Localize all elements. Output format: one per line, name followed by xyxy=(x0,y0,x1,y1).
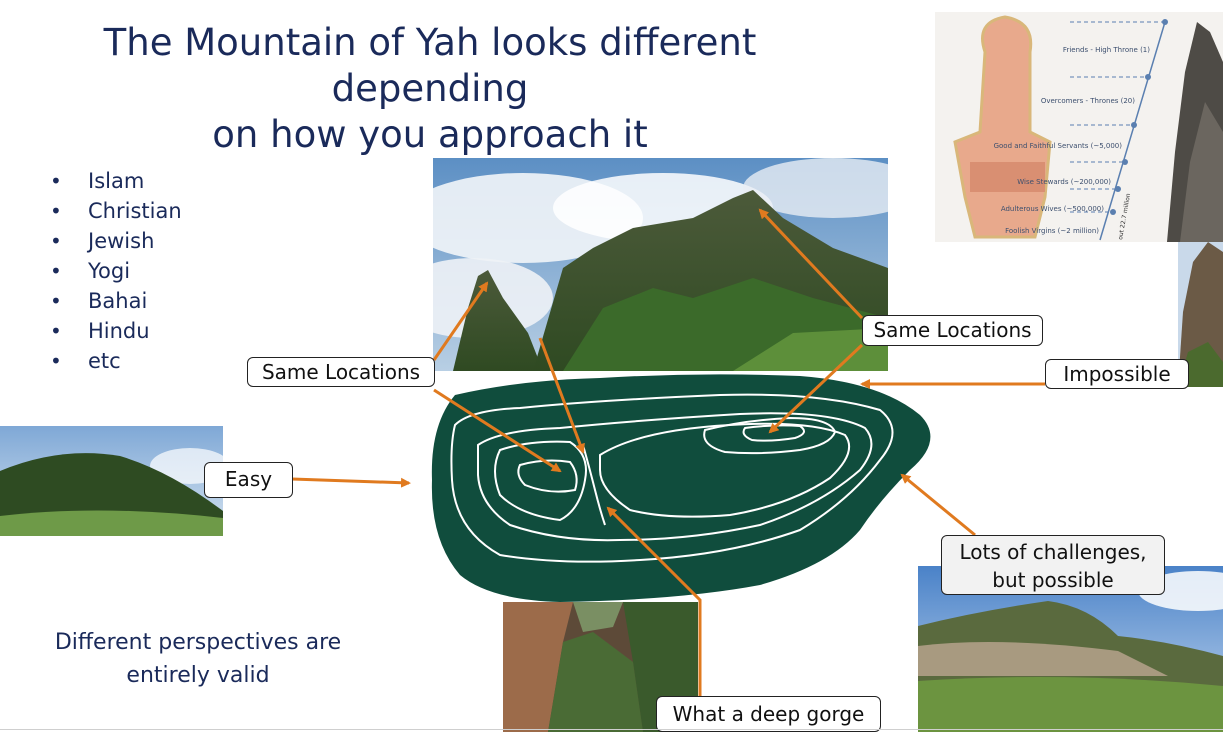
contour-lines xyxy=(450,393,894,563)
throne-chart-image: Friends - High Throne (1) Overcomers - T… xyxy=(935,12,1223,242)
gorge-photo xyxy=(503,602,698,732)
arrow-left-summit xyxy=(433,388,562,473)
gentle-hill-photo xyxy=(0,426,223,536)
throne-level-label: Good and Faithful Servants (~5,000) xyxy=(994,142,1123,150)
arrow-gap xyxy=(538,337,585,454)
title-line-2: on how you approach it xyxy=(212,113,648,156)
throne-level-label: Wise Stewards (~200,000) xyxy=(1017,178,1111,186)
arrow-left-peak xyxy=(432,281,489,361)
list-item: Yogi xyxy=(50,256,182,286)
list-item: Hindu xyxy=(50,316,182,346)
list-item: Islam xyxy=(50,166,182,196)
religion-list: Islam Christian Jewish Yogi Bahai Hindu … xyxy=(50,166,182,376)
callout-gorge: What a deep gorge xyxy=(656,696,881,732)
arrow-easy xyxy=(291,477,411,488)
list-item: Jewish xyxy=(50,226,182,256)
divider xyxy=(0,729,1223,730)
perspective-text: Different perspectives are entirely vali… xyxy=(40,626,356,692)
perspective-line-2: entirely valid xyxy=(126,663,270,688)
callout-same-locations-left: Same Locations xyxy=(247,357,435,387)
arrows xyxy=(291,208,1045,697)
mountain-photo xyxy=(433,158,888,371)
title-line-1: The Mountain of Yah looks different depe… xyxy=(103,21,757,110)
callout-easy: Easy xyxy=(204,462,293,498)
callout-same-locations-right: Same Locations xyxy=(862,315,1043,346)
slide-title: The Mountain of Yah looks different depe… xyxy=(0,20,860,158)
arrow-gorge xyxy=(606,506,702,697)
arrow-challenges xyxy=(900,473,976,537)
throne-level-label: Foolish Virgins (~2 million) xyxy=(1005,227,1099,235)
callout-challenges-line-1: Lots of challenges, xyxy=(959,540,1147,564)
list-item: Bahai xyxy=(50,286,182,316)
callout-impossible: Impossible xyxy=(1045,359,1189,389)
callout-challenges-line-2: but possible xyxy=(992,568,1114,592)
topo-map-shape xyxy=(431,374,931,602)
throne-level-label: Friends - High Throne (1) xyxy=(1063,46,1150,54)
arrow-right-peak xyxy=(758,208,864,320)
throne-level-label: Adulterous Wives (~500,000) xyxy=(1001,205,1104,213)
throne-level-label: Overcomers - Thrones (20) xyxy=(1041,97,1135,105)
perspective-line-1: Different perspectives are xyxy=(54,630,342,655)
list-item: etc xyxy=(50,346,182,376)
callout-challenges: Lots of challenges, but possible xyxy=(941,535,1165,595)
arrow-right-summit xyxy=(768,343,864,434)
list-item: Christian xyxy=(50,196,182,226)
